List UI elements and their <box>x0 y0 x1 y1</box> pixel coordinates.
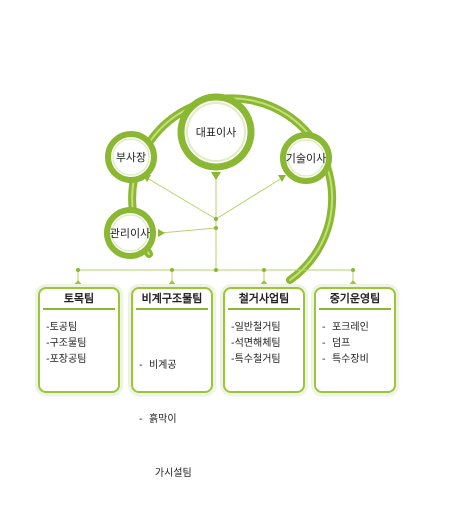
line-admin-spine <box>159 227 217 234</box>
team-item-list: -일반철거팀 -석면해체팀 -특수철거팀 <box>225 310 303 368</box>
dot-bus-center <box>214 268 218 272</box>
team-item: 가시설팀 <box>139 468 192 479</box>
team-box-civil: 토목팀 -토공팀 -구조물팀 -포장공팀 <box>38 287 120 393</box>
admin-circle <box>104 207 156 259</box>
team-title: 중기운영팀 <box>319 291 391 310</box>
node-pointers <box>143 172 286 237</box>
dot-admin-junction <box>214 226 218 230</box>
admin-pointer <box>158 229 165 237</box>
team-item: -일반철거팀 <box>231 322 281 333</box>
dot-bus-4 <box>351 268 355 272</box>
team-item: -석면해체팀 <box>231 338 281 349</box>
team-box-demolition: 철거사업팀 -일반철거팀 -석면해체팀 -특수철거팀 <box>223 287 305 393</box>
team-item-list: -토공팀 -구조물팀 -포장공팀 <box>40 310 118 368</box>
team-item: - 흙막이 <box>139 414 177 425</box>
dot-bus-1 <box>76 268 80 272</box>
team-title: 철거사업팀 <box>228 291 300 310</box>
dot-bus-3 <box>262 268 266 272</box>
team-pointers <box>72 280 359 287</box>
team-title: 비계구조물팀 <box>136 291 208 310</box>
outer-ring-highlight <box>131 97 334 281</box>
vp-circle <box>105 131 157 183</box>
dot-center <box>214 217 218 221</box>
team-title: 토목팀 <box>43 291 115 310</box>
team-item-list: - 포크레인 - 덤프 - 특수장비 <box>316 310 394 368</box>
ceo-circle <box>177 93 255 171</box>
ceo-label: 대표이사 <box>195 126 237 139</box>
team-pointer-1 <box>72 280 84 287</box>
team-pointer-2 <box>166 280 178 287</box>
line-vp-center <box>146 177 217 220</box>
team-item: - 포크레인 <box>322 322 369 333</box>
team-item: -특수철거팀 <box>231 354 281 365</box>
team-item: - 덤프 <box>322 338 351 349</box>
tech-director-label: 기술이사 <box>285 152 327 165</box>
vice-president-label: 부사장 <box>115 151 147 164</box>
tech-pointer <box>278 175 286 182</box>
line-tech-center <box>215 177 283 220</box>
team-item: - 특수장비 <box>322 354 369 365</box>
team-box-heavy-equipment: 중기운영팀 - 포크레인 - 덤프 - 특수장비 <box>314 287 396 393</box>
team-item: - 비계공 <box>139 360 177 371</box>
team-pointer-4 <box>347 280 359 287</box>
team-item: -구조물팀 <box>46 338 87 349</box>
team-item-list: - 비계공 - 흙막이 가시설팀 <box>133 310 211 520</box>
team-item: -토공팀 <box>46 322 78 333</box>
tech-circle <box>280 132 332 184</box>
ceo-pointer <box>211 172 221 180</box>
dot-bus-2 <box>170 268 174 272</box>
team-box-scaffold: 비계구조물팀 - 비계공 - 흙막이 가시설팀 <box>131 287 213 479</box>
team-item: -포장공팀 <box>46 354 87 365</box>
connector-dots <box>76 217 355 272</box>
admin-director-label: 관리이사 <box>109 227 151 240</box>
team-pointer-3 <box>258 280 270 287</box>
